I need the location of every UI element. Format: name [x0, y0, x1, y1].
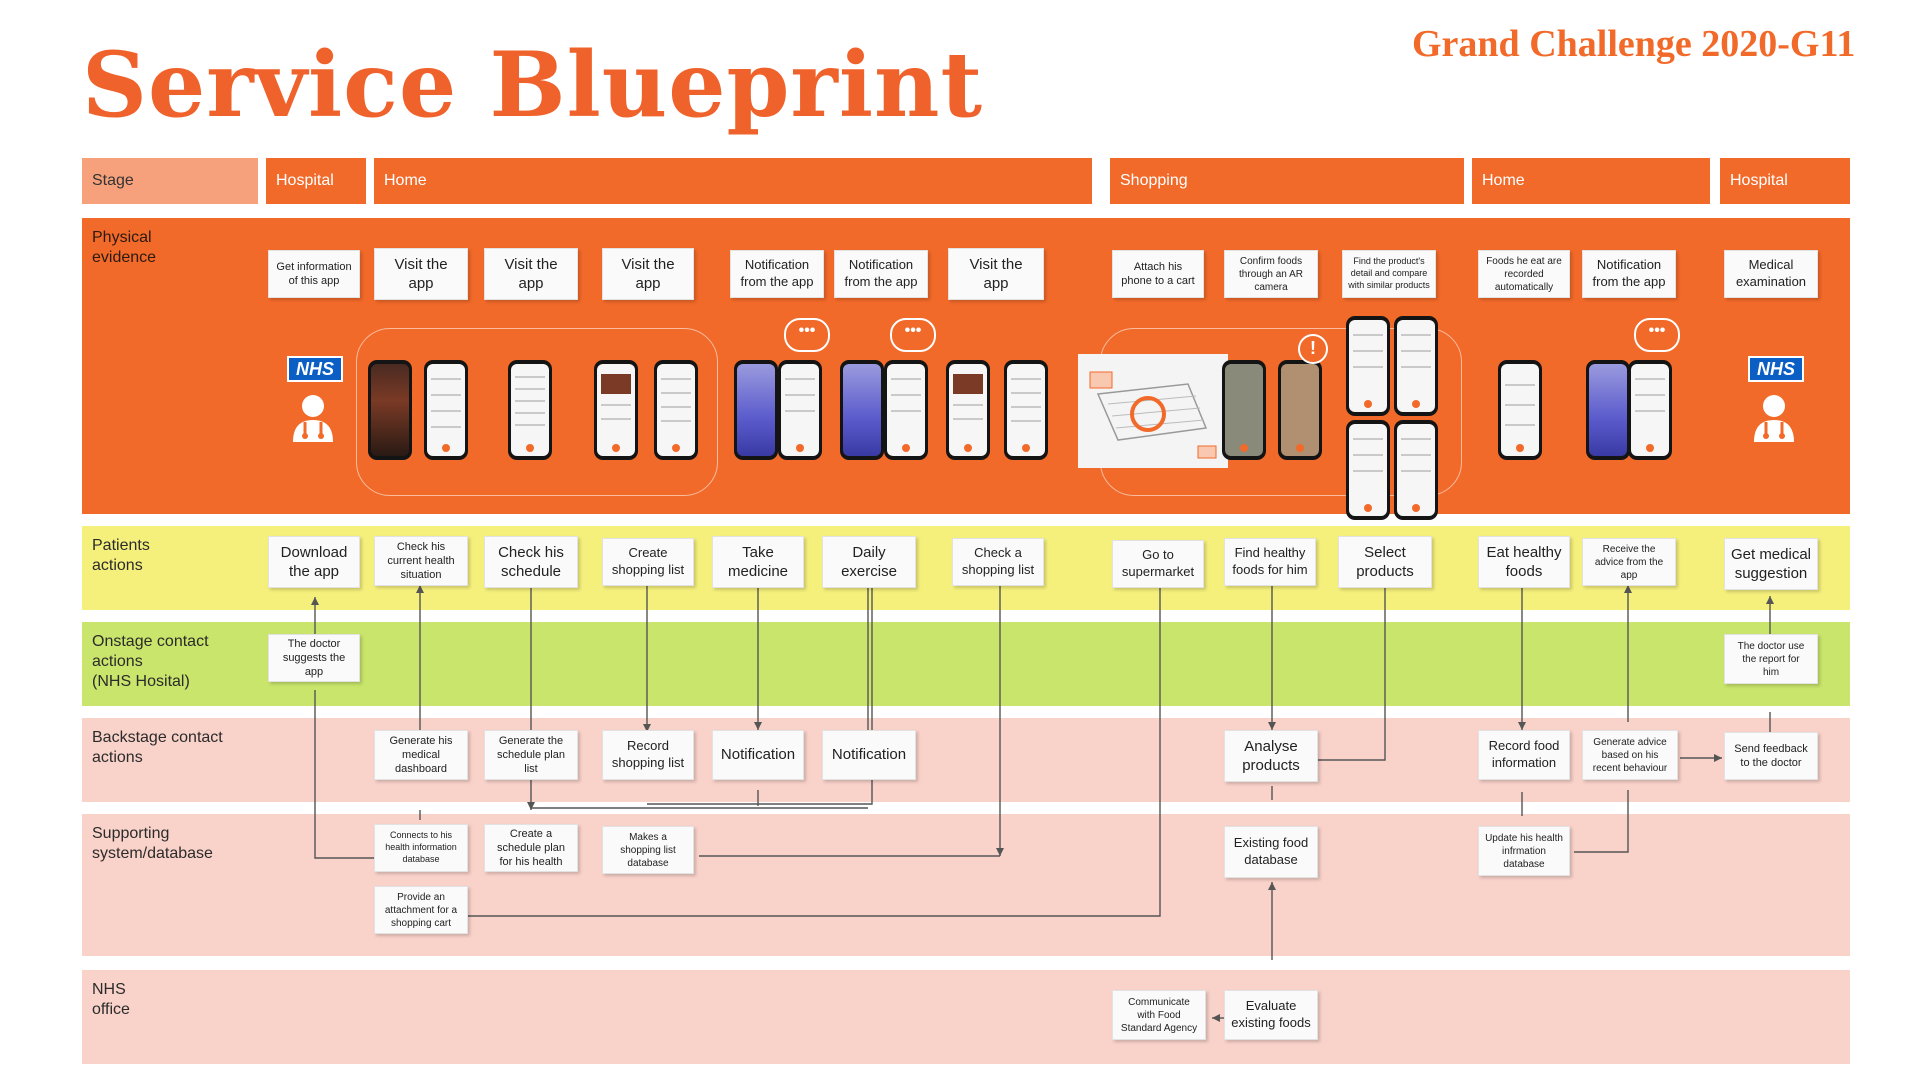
home-app-group-outline: [356, 328, 718, 496]
nhs-logo: NHS: [1748, 356, 1804, 382]
evidence-card: Confirm foods through an AR camera: [1224, 250, 1318, 298]
patient-action-card: Find healthy foods for him: [1224, 538, 1316, 586]
evidence-card: Medical examination: [1724, 250, 1818, 298]
app-screen-thumbnail: [840, 360, 884, 460]
evidence-card: Visit the app: [948, 248, 1044, 300]
nhs-logo: NHS: [287, 356, 343, 382]
shopping-cart-sketch-image: [1078, 354, 1228, 468]
notification-bubble-icon: •••: [784, 318, 830, 352]
patient-action-card: Create shopping list: [602, 538, 694, 586]
app-screen-thumbnail: [1628, 360, 1672, 460]
app-screen-thumbnail: [424, 360, 468, 460]
page-title: Service Blueprint: [82, 32, 984, 138]
app-screen-thumbnail: [594, 360, 638, 460]
evidence-card: Visit the app: [602, 248, 694, 300]
evidence-card: Notification from the app: [730, 250, 824, 298]
patient-action-card: Get medical suggestion: [1724, 538, 1818, 590]
backstage-action-card: Generate his medical dashboard: [374, 730, 468, 780]
onstage-action-card: The doctor suggests the app: [268, 634, 360, 682]
stage-home-1: Home: [374, 158, 1092, 204]
app-screen-thumbnail: [1394, 316, 1438, 416]
app-screen-thumbnail: [508, 360, 552, 460]
patient-action-card: Check his current health situation: [374, 536, 468, 586]
evidence-card: Find the product's detail and compare wi…: [1342, 250, 1436, 298]
nhs-office-card: Communicate with Food Standard Agency: [1112, 990, 1206, 1040]
lane-label-physical: Physical evidence: [92, 229, 157, 266]
backstage-action-card: Generate advice based on his recent beha…: [1582, 730, 1678, 780]
backstage-action-card: Analyse products: [1224, 730, 1318, 782]
stage-hospital-1: Hospital: [266, 158, 366, 204]
notification-bubble-icon: •••: [890, 318, 936, 352]
patient-action-card: Select products: [1338, 536, 1432, 588]
support-system-card: Makes a shopping list database: [602, 826, 694, 874]
support-system-card: Update his health infrmation database: [1478, 826, 1570, 876]
backstage-action-card: Notification: [822, 730, 916, 780]
doctor-icon: [1754, 395, 1794, 442]
lane-label-support: Supporting system/database: [92, 825, 213, 862]
backstage-action-card: Generate the schedule plan list: [484, 730, 578, 780]
patient-action-card: Download the app: [268, 536, 360, 588]
lane-label-backstage: Backstage contact actions: [92, 729, 223, 766]
lane-label-patients: Patients actions: [92, 537, 150, 574]
evidence-card: Notification from the app: [1582, 250, 1676, 298]
app-screen-thumbnail: [778, 360, 822, 460]
onstage-action-card: The doctor use the report for him: [1724, 634, 1818, 684]
app-screen-thumbnail: [1394, 420, 1438, 520]
nhs-office-card: Evaluate existing foods: [1224, 990, 1318, 1040]
app-screen-thumbnail: [654, 360, 698, 460]
patient-action-card: Check his schedule: [484, 536, 578, 588]
patient-action-card: Go to supermarket: [1112, 540, 1204, 588]
app-screen-thumbnail: [884, 360, 928, 460]
backstage-action-card: Notification: [712, 730, 804, 780]
app-screen-thumbnail: [1498, 360, 1542, 460]
evidence-card: Foods he eat are recorded automatically: [1478, 250, 1570, 298]
notification-bubble-icon: •••: [1634, 318, 1680, 352]
evidence-card: Visit the app: [484, 248, 578, 300]
corner-title: Grand Challenge 2020-G11: [1412, 23, 1856, 65]
lane-label-onstage: Onstage contact actions (NHS Hosital): [92, 633, 209, 690]
app-screen-thumbnail: [946, 360, 990, 460]
stage-home-2: Home: [1472, 158, 1710, 204]
app-screen-thumbnail: [1004, 360, 1048, 460]
stage-shopping: Shopping: [1110, 158, 1464, 204]
alert-icon: !: [1298, 334, 1328, 364]
app-screen-thumbnail: [1278, 360, 1322, 460]
lane-nhs-office: NHS office: [82, 970, 1850, 1064]
app-screen-thumbnail: [1222, 360, 1266, 460]
evidence-card: Visit the app: [374, 248, 468, 300]
doctor-icon: [293, 395, 333, 442]
lane-label-nhs: NHS office: [92, 981, 130, 1018]
lane-supporting-systems: Supporting system/database: [82, 814, 1850, 956]
app-screen-thumbnail: [1586, 360, 1630, 460]
app-screen-thumbnail: [1346, 420, 1390, 520]
support-system-card: Existing food database: [1224, 826, 1318, 878]
evidence-card: Notification from the app: [834, 250, 928, 298]
patient-action-card: Take medicine: [712, 536, 804, 588]
app-screen-thumbnail: [1346, 316, 1390, 416]
stage-hospital-2: Hospital: [1720, 158, 1850, 204]
patient-action-card: Receive the advice from the app: [1582, 538, 1676, 586]
app-screen-thumbnail: [734, 360, 778, 460]
patient-action-card: Eat healthy foods: [1478, 536, 1570, 588]
evidence-card: Attach his phone to a cart: [1112, 250, 1204, 298]
patient-action-card: Daily exercise: [822, 536, 916, 588]
patient-action-card: Check a shopping list: [952, 538, 1044, 586]
backstage-action-card: Record shopping list: [602, 730, 694, 780]
stage-label: Stage: [82, 158, 258, 204]
evidence-card: Get information of this app: [268, 250, 360, 298]
app-screen-thumbnail: [368, 360, 412, 460]
support-system-card: Connects to his health information datab…: [374, 824, 468, 872]
support-system-card: Provide an attachment for a shopping car…: [374, 886, 468, 934]
backstage-action-card: Send feedback to the doctor: [1724, 732, 1818, 780]
support-system-card: Create a schedule plan for his health: [484, 824, 578, 872]
backstage-action-card: Record food information: [1478, 730, 1570, 780]
